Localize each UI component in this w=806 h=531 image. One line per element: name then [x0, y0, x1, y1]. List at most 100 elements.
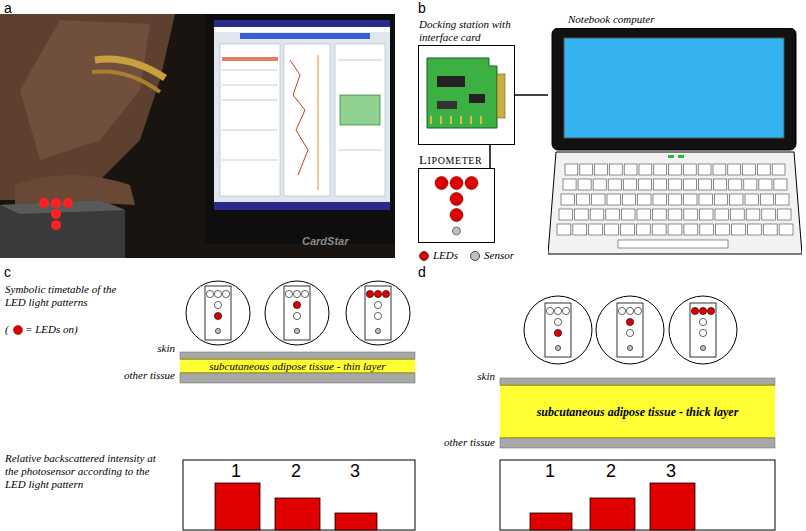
led-pattern — [554, 329, 561, 336]
led-pattern — [366, 290, 373, 297]
tissue-label: other tissue — [95, 369, 175, 382]
tissue-label: other tissue — [410, 436, 495, 449]
laptop-drawing — [593, 179, 606, 190]
photo-panel — [63, 198, 73, 208]
brand-name: CardStar — [302, 235, 348, 248]
led-pattern-circles — [186, 281, 737, 364]
led-pattern — [699, 329, 706, 336]
photo-panel — [222, 57, 278, 61]
photo-panel — [205, 14, 395, 244]
laptop-drawing — [699, 209, 713, 220]
photo-panel — [214, 20, 390, 210]
led-pattern — [293, 312, 300, 319]
laptop-drawing — [744, 179, 757, 190]
laptop-drawing — [636, 224, 650, 235]
lipometer-leds — [435, 177, 448, 190]
laptop-drawing — [654, 164, 667, 175]
led-pattern — [186, 281, 250, 345]
led-pattern — [596, 296, 664, 364]
laptop-drawing — [621, 209, 635, 220]
interface-card — [419, 46, 514, 144]
note-text: = LEDs on) — [25, 323, 78, 336]
lipometer-leds — [419, 169, 494, 242]
adipose-band: subcutaneous adipose tissue - thick laye… — [500, 385, 775, 438]
interface-card — [430, 116, 432, 124]
laptop-drawing — [669, 164, 682, 175]
laptop-drawing — [573, 224, 587, 235]
laptop-drawing — [575, 209, 589, 220]
laptop-drawing — [548, 28, 802, 255]
pattern-number: 1 — [231, 461, 241, 481]
laptop-drawing — [684, 224, 698, 235]
lipometer-leds — [453, 227, 461, 235]
led-pattern — [626, 329, 633, 336]
laptop-drawing — [578, 179, 591, 190]
laptop-drawing — [684, 179, 697, 190]
panel-letter: b — [418, 0, 426, 16]
led-pattern — [186, 281, 250, 345]
photo-panel — [222, 100, 278, 101]
laptop-drawing — [757, 164, 770, 175]
laptop-drawing — [684, 209, 698, 220]
photo-panel — [51, 198, 61, 208]
led-pattern — [365, 286, 391, 340]
tissue-layers — [500, 438, 775, 448]
interface-card — [497, 74, 505, 118]
laptop-drawing — [715, 209, 729, 220]
led-pattern — [700, 345, 705, 350]
interface-card — [437, 101, 457, 109]
photo-panel — [51, 220, 61, 230]
photo-panel — [240, 33, 370, 39]
tissue-layers — [180, 373, 415, 383]
led-pattern — [293, 301, 300, 308]
interface-card — [437, 76, 465, 87]
laptop-drawing — [563, 179, 576, 190]
photo-panel — [214, 202, 390, 210]
pattern-number: 3 — [666, 461, 676, 481]
led-pattern — [562, 307, 569, 314]
photo-panel — [214, 27, 390, 32]
led-pattern — [293, 290, 300, 297]
laptop-drawing — [776, 194, 789, 205]
led-symbol — [14, 326, 23, 335]
laptop-drawing — [620, 224, 634, 235]
tissue-label: skin — [110, 342, 175, 355]
laptop-drawing — [618, 240, 728, 248]
led-pattern — [596, 296, 664, 364]
led-pattern — [374, 290, 381, 297]
interface-card — [469, 94, 485, 103]
laptop-drawing — [564, 38, 784, 138]
led-pattern — [301, 290, 308, 297]
laptop-drawing — [622, 194, 635, 205]
cable-line — [515, 94, 548, 96]
led-pattern — [707, 307, 714, 314]
intensity-chart — [275, 498, 320, 530]
lipometer-leds — [465, 177, 478, 190]
laptop-drawing — [668, 179, 681, 190]
photo-panel — [318, 55, 319, 190]
pattern-number: 2 — [606, 461, 616, 481]
led-pattern — [206, 290, 213, 297]
led-pattern — [699, 307, 706, 314]
led-pattern — [346, 281, 410, 345]
note-text: ( — [5, 323, 9, 336]
laptop-drawing — [668, 209, 682, 220]
interface-card — [440, 116, 442, 124]
photo-panel — [0, 14, 175, 200]
laptop-drawing — [652, 224, 666, 235]
laptop-drawing — [728, 164, 741, 175]
laptop-drawing — [683, 164, 696, 175]
led-pattern — [699, 318, 706, 325]
led-pattern — [214, 312, 221, 319]
photo-panel — [335, 44, 385, 196]
led-pattern — [374, 312, 381, 319]
intensity-chart — [335, 513, 377, 530]
laptop-drawing — [700, 224, 714, 235]
axis-note: Relative backscattered intensity at the … — [5, 452, 170, 491]
laptop-drawing — [608, 179, 621, 190]
led-pattern — [524, 296, 592, 364]
laptop-drawing — [653, 179, 666, 190]
led-pattern — [215, 328, 220, 333]
laptop-drawing — [774, 179, 787, 190]
laptop-drawing — [731, 209, 745, 220]
